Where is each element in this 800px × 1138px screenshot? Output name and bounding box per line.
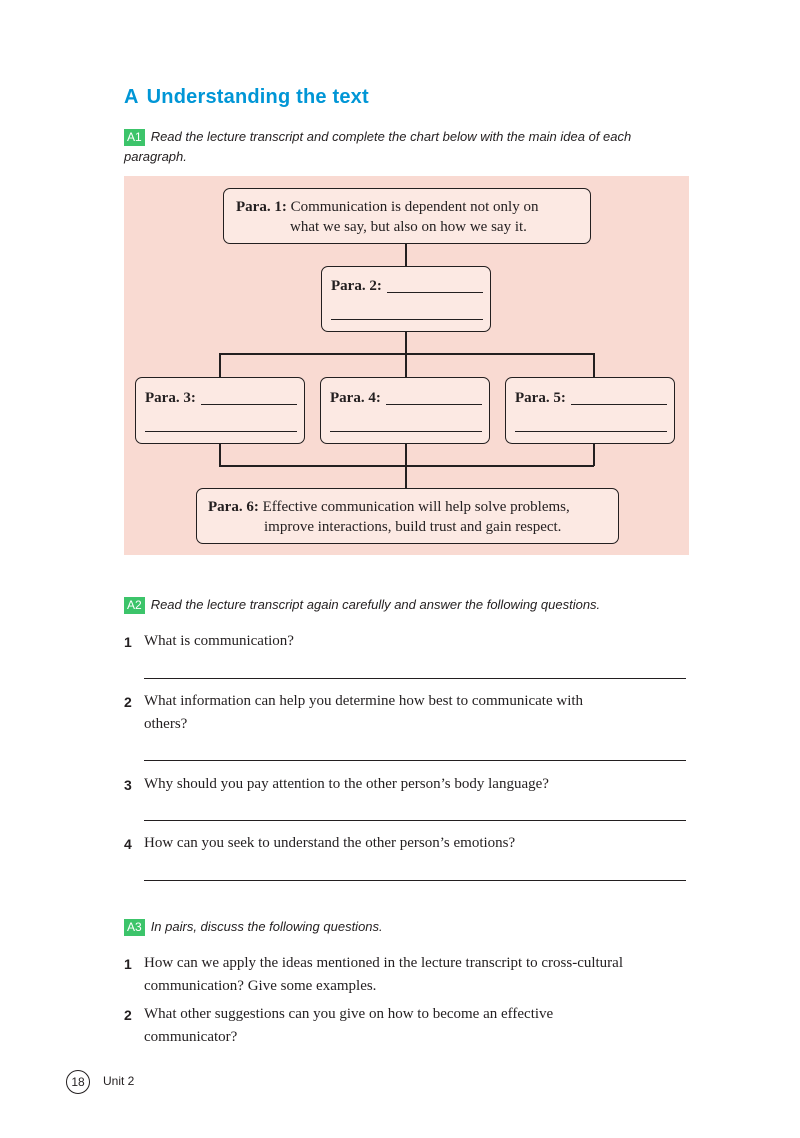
para5-box: Para. 5:: [505, 377, 675, 444]
section-heading: A Understanding the text: [124, 86, 369, 109]
para1-box: Para. 1: Communication is dependent not …: [223, 188, 591, 244]
a2-q2-line2: others?: [144, 716, 188, 732]
para5-blank-1[interactable]: [571, 404, 667, 405]
section-title: Understanding the text: [146, 86, 369, 108]
connector-to-para4: [405, 353, 407, 378]
para2-blank-2[interactable]: [331, 319, 483, 320]
a3-q1-line2: communication? Give some examples.: [144, 978, 377, 994]
a1-tag: A1: [124, 129, 145, 146]
para3-label: Para. 3:: [145, 390, 196, 406]
a3-q1-line1: How can we apply the ideas mentioned in …: [144, 955, 624, 971]
para5-blank-2[interactable]: [515, 431, 667, 432]
connector-to-para5: [593, 353, 595, 378]
a3-q1-text: How can we apply the ideas mentioned in …: [144, 952, 714, 998]
para4-box: Para. 4:: [320, 377, 490, 444]
para5-label: Para. 5:: [515, 390, 566, 406]
a2-q1-answer-line[interactable]: [144, 678, 686, 679]
page-number: 18: [66, 1070, 90, 1094]
para4-label: Para. 4:: [330, 390, 381, 406]
a3-tag: A3: [124, 919, 145, 936]
para1-line2: what we say, but also on how we say it.: [290, 219, 527, 235]
a2-q3-text: Why should you pay attention to the othe…: [144, 776, 549, 792]
para1-label: Para. 1:: [236, 199, 287, 215]
a2-q4-number: 4: [124, 836, 132, 852]
a2-tag: A2: [124, 597, 145, 614]
connector-para1-para2: [405, 243, 407, 267]
a3-q2-text: What other suggestions can you give on h…: [144, 1003, 714, 1049]
a1-instruction-line2: paragraph.: [124, 149, 187, 164]
a2-q1-text: What is communication?: [144, 633, 294, 649]
para2-label: Para. 2:: [331, 278, 382, 294]
a3-q2-line2: communicator?: [144, 1029, 238, 1045]
para6-line2: improve interactions, build trust and ga…: [264, 519, 562, 535]
a2-q2-answer-line[interactable]: [144, 760, 686, 761]
para3-box: Para. 3:: [135, 377, 305, 444]
a3-q1-number: 1: [124, 956, 132, 972]
section-letter: A: [124, 86, 139, 108]
a3-q2-line1: What other suggestions can you give on h…: [144, 1006, 554, 1022]
a2-q3-number: 3: [124, 777, 132, 793]
para4-blank-2[interactable]: [330, 431, 482, 432]
para2-box: Para. 2:: [321, 266, 491, 332]
connector-to-para3: [219, 353, 221, 378]
a2-q4-text: How can you seek to understand the other…: [144, 835, 516, 851]
connector-para2-branch: [405, 331, 407, 354]
a2-instruction: A2 Read the lecture transcript again care…: [124, 595, 724, 615]
para6-box: Para. 6: Effective communication will he…: [196, 488, 619, 544]
para4-blank-1[interactable]: [386, 404, 482, 405]
para6-label: Para. 6:: [208, 499, 259, 515]
a3-instruction-text: In pairs, discuss the following question…: [150, 919, 383, 934]
para3-blank-2[interactable]: [145, 431, 297, 432]
a3-q2-number: 2: [124, 1007, 132, 1023]
a2-q4-answer-line[interactable]: [144, 880, 686, 881]
a1-instruction: A1 Read the lecture transcript and comple…: [124, 127, 694, 167]
a2-q1-number: 1: [124, 634, 132, 650]
connector-from-para3: [219, 443, 221, 466]
para3-blank-1[interactable]: [201, 404, 297, 405]
para1-line1: Communication is dependent not only on: [290, 199, 539, 215]
unit-label: Unit 2: [103, 1074, 135, 1088]
a3-instruction: A3 In pairs, discuss the following questi…: [124, 917, 724, 937]
connector-bottom-bar: [219, 465, 594, 467]
a2-instruction-text: Read the lecture transcript again carefu…: [150, 597, 601, 612]
a2-q3-answer-line[interactable]: [144, 820, 686, 821]
para6-line1: Effective communication will help solve …: [262, 499, 570, 515]
a2-q2-line1: What information can help you determine …: [144, 693, 584, 709]
a2-q2-text: What information can help you determine …: [144, 690, 704, 736]
connector-from-para5: [593, 443, 595, 466]
a2-q2-number: 2: [124, 694, 132, 710]
para2-blank-1[interactable]: [387, 292, 483, 293]
a1-instruction-line1: Read the lecture transcript and complete…: [150, 129, 632, 144]
